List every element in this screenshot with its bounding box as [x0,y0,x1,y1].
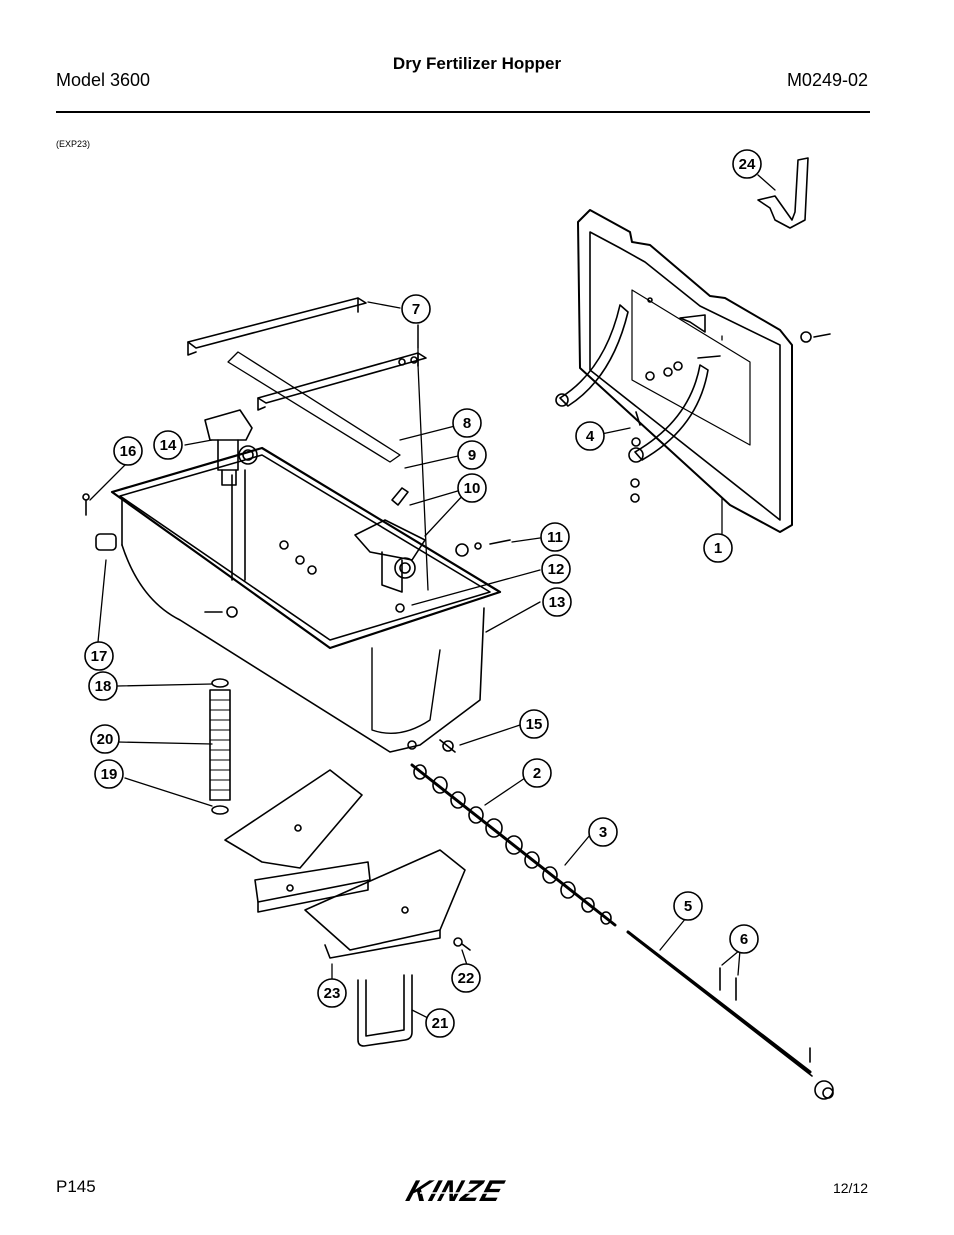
lid-hinge-arms [555,304,831,503]
callout-22: 22 [458,970,475,987]
hopper-tank [110,446,502,753]
revision-date: 12/12 [832,1180,868,1196]
page-title: Dry Fertilizer Hopper [392,54,562,73]
tank-hardware [82,493,511,753]
hopper-lid [577,209,793,533]
svg-text:KINZE: KINZE [402,1174,508,1208]
callout-21: 21 [432,1015,449,1032]
callout-20: 20 [97,731,114,748]
drive-shaft [626,930,834,1100]
u-bolt [357,937,471,1047]
callout-4: 4 [586,428,595,445]
callout-10: 10 [464,480,481,497]
callout-12: 12 [548,561,565,578]
figure-reference: (EXP23) [56,139,91,149]
callout-11: 11 [547,529,563,546]
callout-16: 16 [120,443,137,460]
meter-assembly-right [354,487,426,613]
callout-19: 19 [101,766,118,783]
callout-18: 18 [95,678,112,695]
callout-2: 2 [533,765,541,782]
leader-lines [89,174,776,1021]
chute-brackets [224,769,466,959]
model-label: Model 3600 [56,70,151,90]
drop-tube [209,678,231,815]
callout-13: 13 [549,594,566,611]
callout-7: 7 [412,301,420,318]
kinze-logo: KINZE [402,1174,520,1208]
support-straps [187,297,427,463]
doc-number: M0249-02 [786,70,868,90]
bracket [757,157,809,229]
callout-17: 17 [91,648,108,665]
callout-1: 1 [714,540,722,557]
callout-24: 24 [739,156,756,173]
header-rule [56,111,870,113]
callout-15: 15 [526,716,543,733]
callout-14: 14 [160,437,177,454]
callout-9: 9 [468,447,476,464]
callout-6: 6 [740,931,748,948]
feed-auger [410,763,617,927]
callout-23: 23 [324,985,341,1002]
callout-3: 3 [599,824,607,841]
meter-assembly-left [204,409,258,486]
callout-labels: 1 2 3 4 5 6 7 8 9 10 11 12 13 14 15 16 1… [91,156,756,1032]
callout-5: 5 [684,898,692,915]
callout-circles [84,149,762,1038]
page-number: P145 [56,1177,96,1196]
callout-8: 8 [463,415,471,432]
